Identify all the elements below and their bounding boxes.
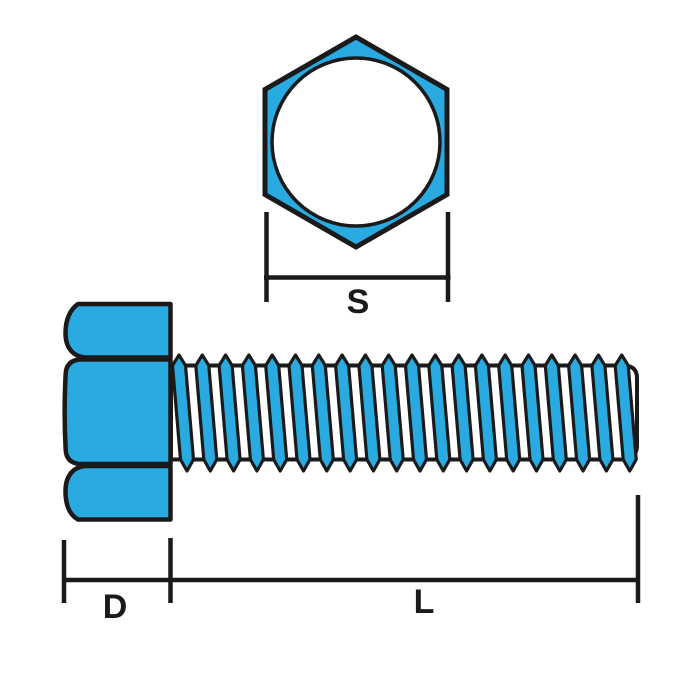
- thread-ridge: [217, 353, 242, 473]
- thread-ridge: [240, 353, 265, 473]
- thread-ridge: [380, 353, 405, 473]
- threads: [170, 353, 638, 473]
- shaft-body: [169, 363, 639, 462]
- l-label: L: [414, 583, 435, 621]
- bolt-top-view: [262, 34, 450, 250]
- thread-ridge: [334, 353, 359, 473]
- thread-ridge: [403, 353, 429, 473]
- s-label: S: [347, 283, 370, 321]
- thread-ridge: [590, 353, 615, 473]
- bolt-head-side: [62, 301, 173, 522]
- thread-ridge: [287, 353, 312, 473]
- head-top-facet: [63, 301, 173, 360]
- thread-ridge: [264, 353, 289, 473]
- head-middle-facet: [62, 357, 173, 467]
- thread-ridge: [357, 353, 382, 473]
- thread-ridge: [473, 353, 498, 473]
- d-label: D: [103, 588, 128, 626]
- bolt-side-view: [62, 301, 639, 522]
- thread-ridge: [613, 353, 638, 473]
- thread-ridge: [450, 353, 475, 473]
- thread-ridge: [567, 353, 592, 473]
- thread-ridge: [427, 353, 452, 473]
- thread-ridge: [520, 353, 545, 473]
- dimension-d-l: D L: [61, 495, 641, 626]
- dimension-s: S: [264, 212, 451, 321]
- shank-circle: [270, 56, 442, 228]
- thread-ridge: [310, 353, 335, 473]
- thread-ridge: [194, 353, 219, 473]
- head-bottom-facet: [63, 463, 173, 522]
- thread-ridge: [497, 353, 522, 473]
- thread-ridge: [543, 353, 568, 473]
